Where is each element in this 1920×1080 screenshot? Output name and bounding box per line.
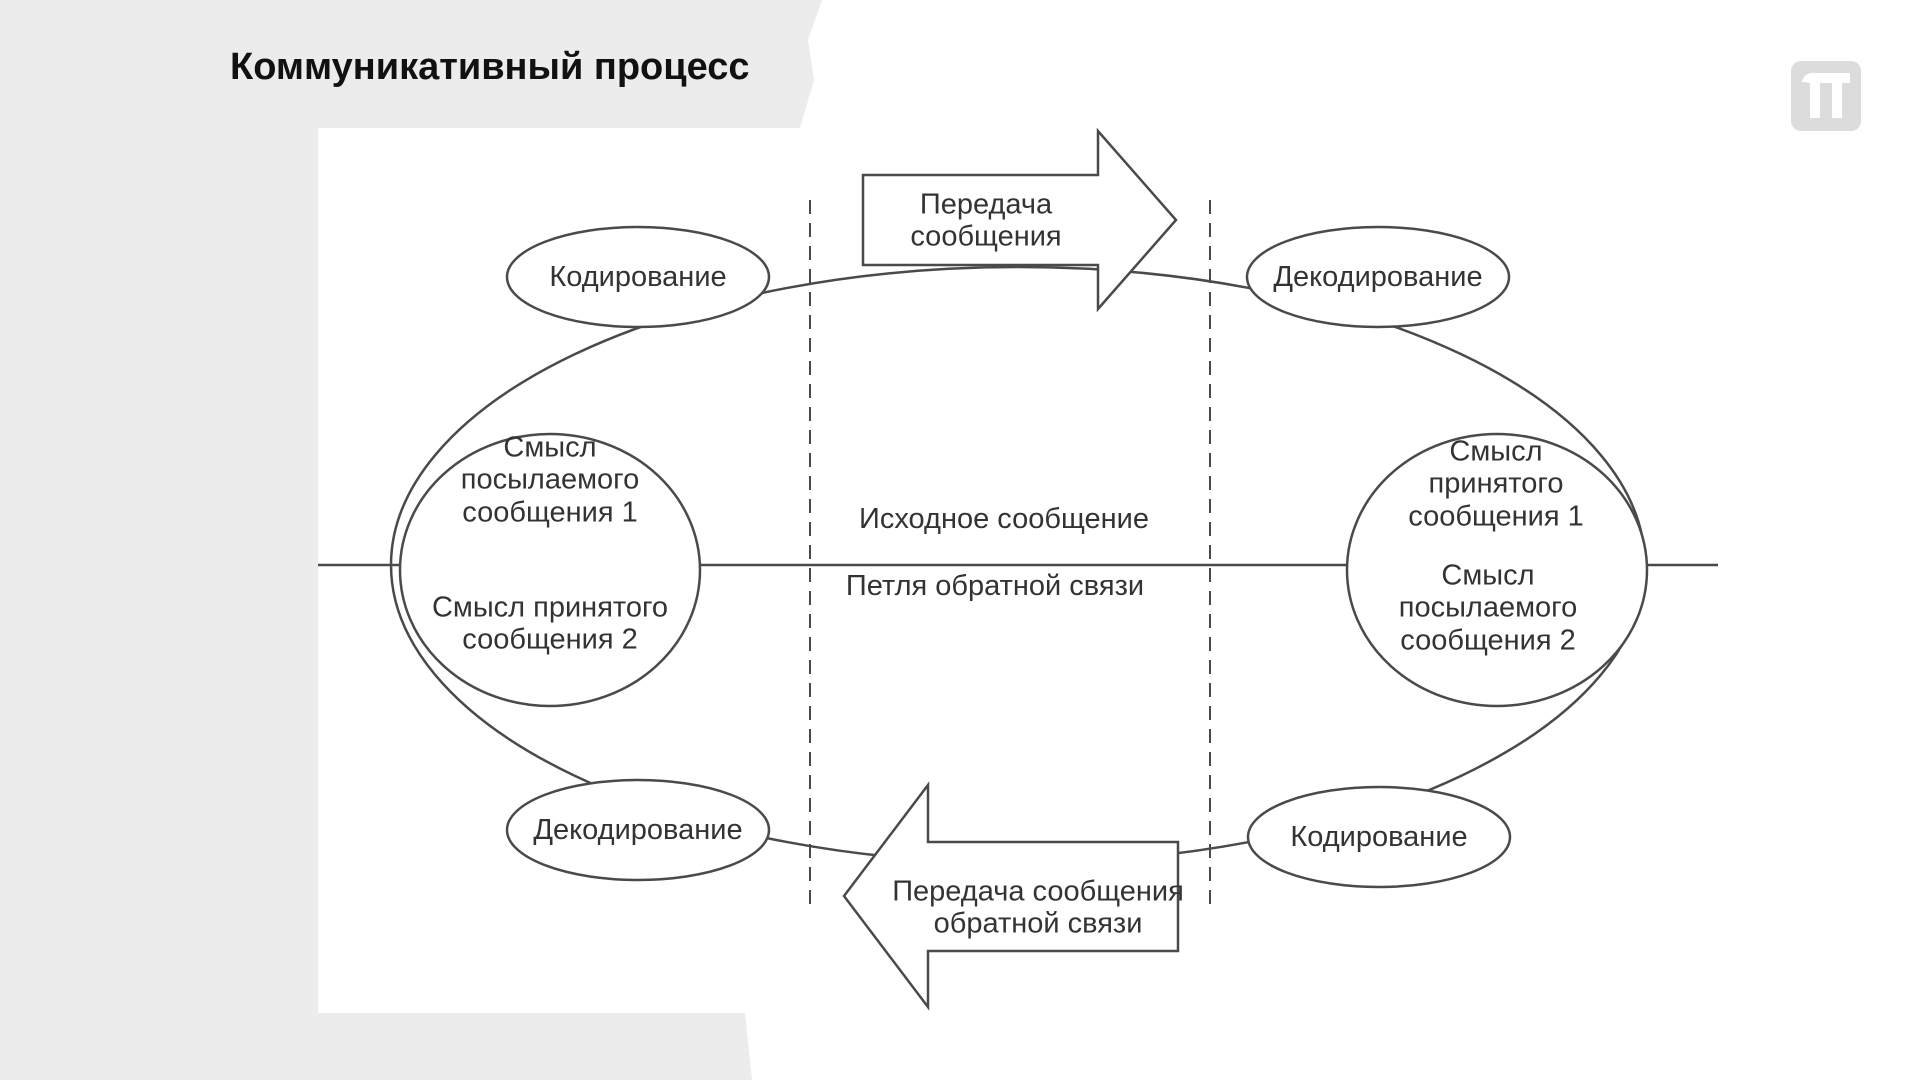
ellipse-receiver-meaning xyxy=(1345,432,1649,708)
label-transmission-line-2: сообщения xyxy=(910,221,1062,253)
label-sent-meaning-2-line-2: посылаемого xyxy=(1398,591,1578,624)
label-transmission: Передача сообщения xyxy=(910,189,1061,254)
label-sent-meaning-1-line-3: сообщения 1 xyxy=(462,496,638,529)
label-decoding-top-right: Декодирование xyxy=(1273,260,1483,293)
label-sent-meaning-1-line-1: Смысл xyxy=(503,431,597,464)
label-received-meaning-2-line-1: Смысл принятого xyxy=(431,591,669,624)
label-feedback-transmission: Передача сообщения обратной связи xyxy=(892,876,1184,941)
label-received-meaning-1: Смысл принятого сообщения 1 xyxy=(1408,435,1583,532)
label-decoding-bottom-left: Декодирование xyxy=(533,813,743,846)
feedback-arrow xyxy=(842,781,1180,1011)
label-sent-meaning-1: Смысл посылаемого сообщения 1 xyxy=(461,431,640,528)
label-sent-meaning-2: Смысл посылаемого сообщения 2 xyxy=(1399,559,1578,656)
label-received-meaning-2-line-2: сообщения 2 xyxy=(462,624,638,656)
label-original-message: Исходное сообщение xyxy=(859,502,1149,535)
ellipse-encoding-bottom-right xyxy=(1246,785,1512,889)
diagram-lines xyxy=(318,128,1718,1011)
label-sent-meaning-2-line-3: сообщения 2 xyxy=(1400,624,1576,657)
label-received-meaning-1-line-2: принятого xyxy=(1428,467,1564,500)
label-encoding-bottom-right: Кодирование xyxy=(1290,820,1468,853)
label-feedback-loop: Петля обратной связи xyxy=(845,569,1145,602)
label-sent-meaning-1-line-2: посылаемого xyxy=(460,463,640,496)
communication-process-diagram: Кодирование Декодирование Декодирование … xyxy=(318,128,1718,1013)
label-encoding-top-left: Кодирование xyxy=(549,260,727,293)
ellipse-encoding-top-left xyxy=(505,225,771,329)
ellipse-sender-meaning xyxy=(398,432,702,708)
slide-title: Коммуникативный процесс xyxy=(230,46,750,88)
label-feedback-transmission-line-1: Передача сообщения xyxy=(892,875,1184,908)
transmission-arrow xyxy=(861,128,1178,313)
ellipse-decoding-top-right xyxy=(1245,225,1511,329)
label-sent-meaning-2-line-1: Смысл xyxy=(1441,559,1535,592)
pi-logo-icon xyxy=(1791,61,1861,131)
label-received-meaning-1-line-3: сообщения 1 xyxy=(1408,500,1584,533)
label-received-meaning-2: Смысл принятого сообщения 2 xyxy=(432,592,668,657)
label-feedback-transmission-line-2: обратной связи xyxy=(933,908,1143,940)
label-transmission-line-1: Передача xyxy=(919,188,1053,221)
ellipse-decoding-bottom-left xyxy=(505,778,771,882)
label-received-meaning-1-line-1: Смысл xyxy=(1449,435,1543,468)
